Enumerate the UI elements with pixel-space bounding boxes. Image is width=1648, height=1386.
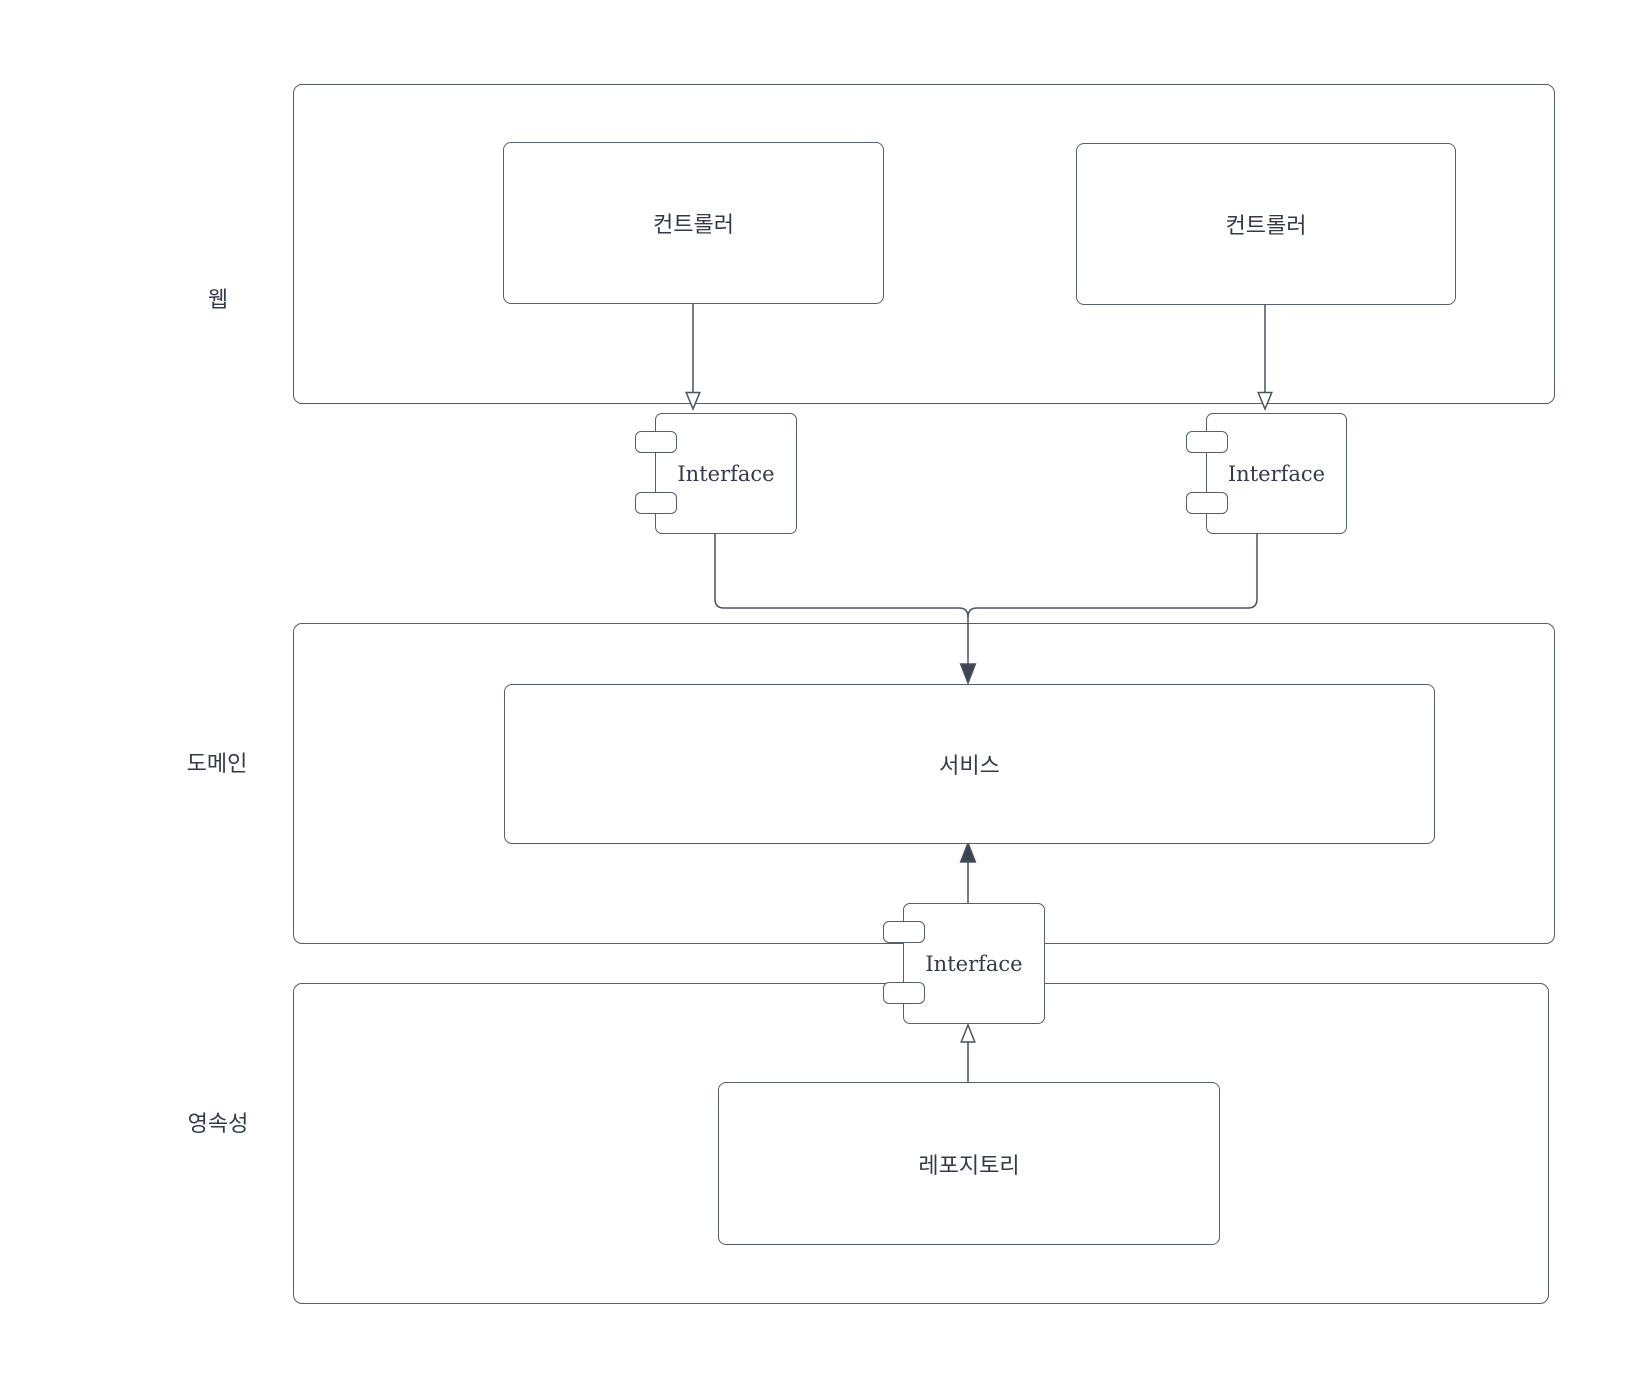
component-port-icon bbox=[635, 431, 677, 453]
filled-arrowhead-icon bbox=[959, 663, 977, 686]
node-controller-left-label: 컨트롤러 bbox=[653, 213, 734, 238]
open-arrowhead-icon bbox=[685, 391, 701, 411]
node-controller-right: 컨트롤러 bbox=[1076, 143, 1456, 305]
layer-label-web: 웹 bbox=[207, 288, 229, 313]
component-interface-right-label: Interface bbox=[1227, 461, 1326, 486]
open-arrowhead-icon bbox=[1257, 391, 1273, 411]
filled-arrowhead-icon bbox=[959, 840, 977, 863]
connector-interface-right-to-service bbox=[967, 532, 1258, 618]
node-controller-right-label: 컨트롤러 bbox=[1225, 214, 1307, 239]
component-interface-bottom: Interface bbox=[883, 903, 1045, 1024]
layer-label-persistence: 영속성 bbox=[187, 1112, 249, 1137]
component-port-icon bbox=[635, 492, 677, 514]
node-repository-label: 레포지토리 bbox=[918, 1153, 1020, 1179]
connector-interface-left-to-service bbox=[714, 532, 969, 666]
layer-label-domain: 도메인 bbox=[186, 752, 248, 777]
layer-web-container bbox=[293, 84, 1555, 404]
component-port-icon bbox=[883, 921, 925, 943]
node-service: 서비스 bbox=[504, 684, 1435, 844]
component-port-icon bbox=[883, 982, 925, 1004]
node-controller-left: 컨트롤러 bbox=[503, 142, 884, 304]
component-port-icon bbox=[1186, 431, 1228, 453]
component-interface-right: Interface bbox=[1186, 413, 1347, 534]
node-repository: 레포지토리 bbox=[718, 1082, 1220, 1245]
component-port-icon bbox=[1186, 492, 1228, 514]
node-service-label: 서비스 bbox=[939, 754, 1000, 779]
open-arrowhead-icon bbox=[960, 1022, 976, 1043]
component-interface-left: Interface bbox=[635, 413, 797, 534]
component-interface-left-label: Interface bbox=[677, 461, 775, 486]
component-interface-bottom-label: Interface bbox=[925, 951, 1023, 976]
